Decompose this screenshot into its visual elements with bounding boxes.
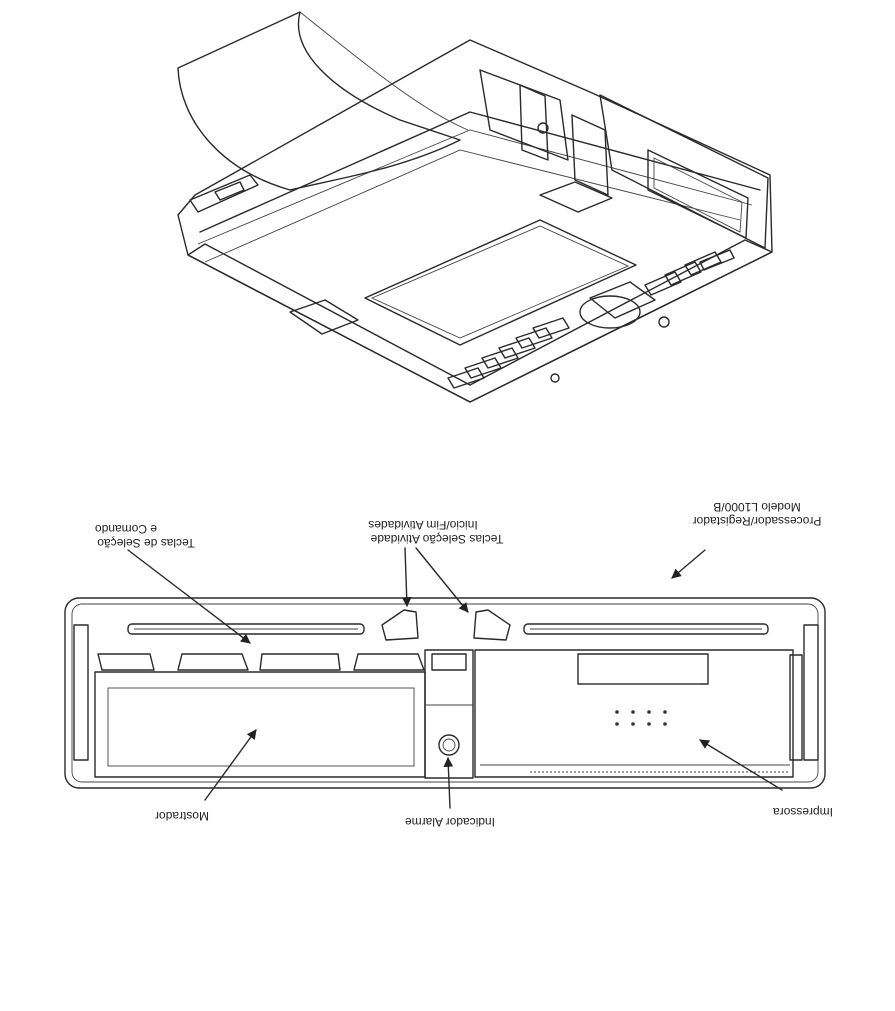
arrow-display (204, 729, 257, 801)
label-model-line1: Processador/Registador (693, 514, 822, 528)
printer-door (577, 653, 709, 685)
label-selection-keys-line2: e Comando (95, 522, 157, 536)
activity-key-left (381, 609, 419, 641)
label-model-line2: Modelo L1000/B (713, 500, 800, 514)
label-selection-keys-line1: Teclas de Seleção (97, 536, 195, 550)
side-window (647, 149, 749, 239)
arrow-model (671, 549, 706, 579)
vent-slots-right (644, 249, 735, 296)
activity-key-right (473, 609, 511, 641)
selection-keys (97, 653, 425, 671)
alarm-led (438, 734, 460, 756)
printer-housing (474, 649, 794, 778)
isometric-view (177, 11, 773, 403)
paper-sheet (177, 11, 461, 191)
vent-slots-bottom (447, 317, 570, 389)
device-body-outline (177, 39, 773, 403)
arrow-alarm (443, 757, 454, 809)
circular-pad (579, 295, 641, 329)
arrow-printer (699, 739, 783, 791)
label-activity-keys-line1: Teclas Seleção Atividade (370, 532, 503, 546)
front-outer-frame (64, 597, 826, 789)
arrow-selection-keys (127, 549, 251, 644)
label-alarm-indicator: Indicador Alarme (405, 815, 495, 829)
label-display: Mostrador (155, 809, 209, 823)
label-plate (364, 219, 637, 346)
bracket-screw (537, 122, 549, 134)
front-view (64, 597, 826, 789)
front-panel (599, 94, 769, 249)
device-top-edge (199, 111, 761, 233)
card-slot-right (523, 623, 769, 635)
right-flange (803, 624, 819, 761)
printer-dots (615, 710, 667, 726)
arrow-activity-right (415, 547, 469, 613)
left-flange (73, 624, 89, 761)
device-bottom-plate (187, 239, 773, 403)
arrow-activity-left (401, 547, 412, 607)
label-printer: Impressora (773, 805, 833, 819)
label-activity-keys-line2: Inicio/Fim Atividades (368, 518, 477, 532)
mount-bracket (479, 69, 569, 161)
